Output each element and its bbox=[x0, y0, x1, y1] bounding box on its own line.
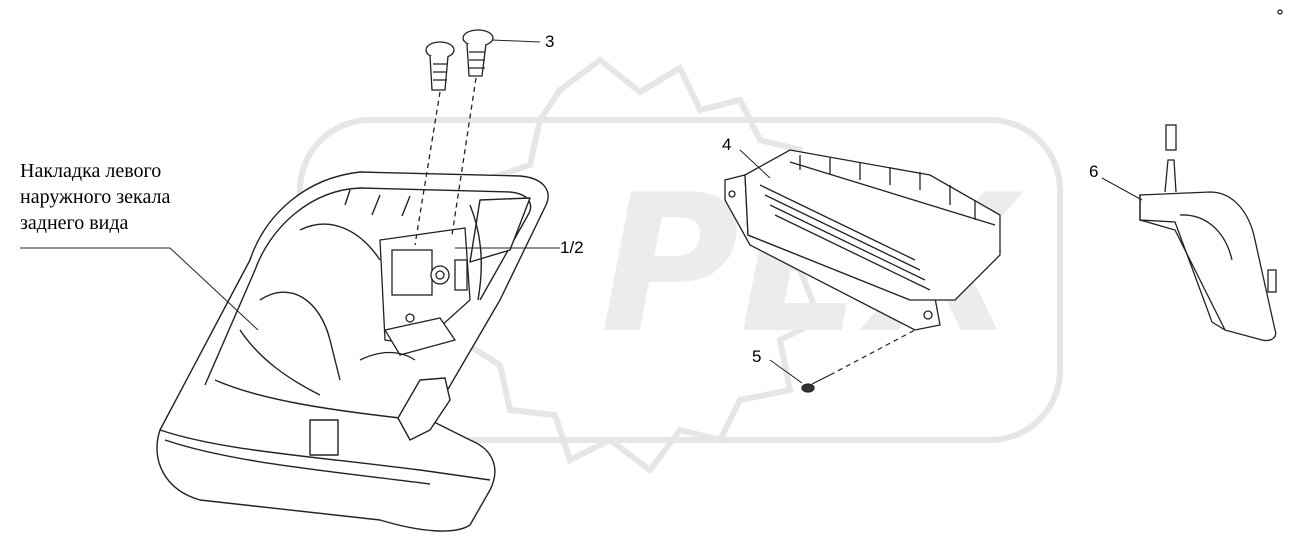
leader-lamp bbox=[1101, 177, 1143, 201]
caption-line-1: Накладка левого bbox=[20, 160, 162, 182]
callout-heater-block: 4 bbox=[722, 135, 732, 154]
screws bbox=[414, 29, 494, 246]
heater-block bbox=[724, 149, 1001, 331]
mirror-actuator bbox=[359, 227, 471, 361]
leader-caption bbox=[20, 247, 259, 331]
callout-screws: 3 bbox=[545, 32, 555, 51]
leader-bolt bbox=[769, 359, 803, 384]
leader-screws bbox=[491, 39, 541, 43]
caption-line-2: наружного зекала bbox=[20, 186, 171, 208]
side-lamp bbox=[1139, 9, 1283, 342]
leader-heater bbox=[739, 149, 771, 179]
caption-line-3: заднего вида bbox=[20, 212, 129, 234]
bolt bbox=[801, 329, 916, 393]
leader-lines bbox=[20, 39, 1143, 384]
mirror-cover bbox=[156, 171, 549, 532]
callout-lamp: 6 bbox=[1089, 162, 1099, 181]
callout-bolt: 5 bbox=[752, 347, 762, 366]
part-caption: Накладка левого наружного зекала заднего… bbox=[20, 158, 170, 236]
callout-assembly: 1/2 bbox=[560, 238, 584, 257]
